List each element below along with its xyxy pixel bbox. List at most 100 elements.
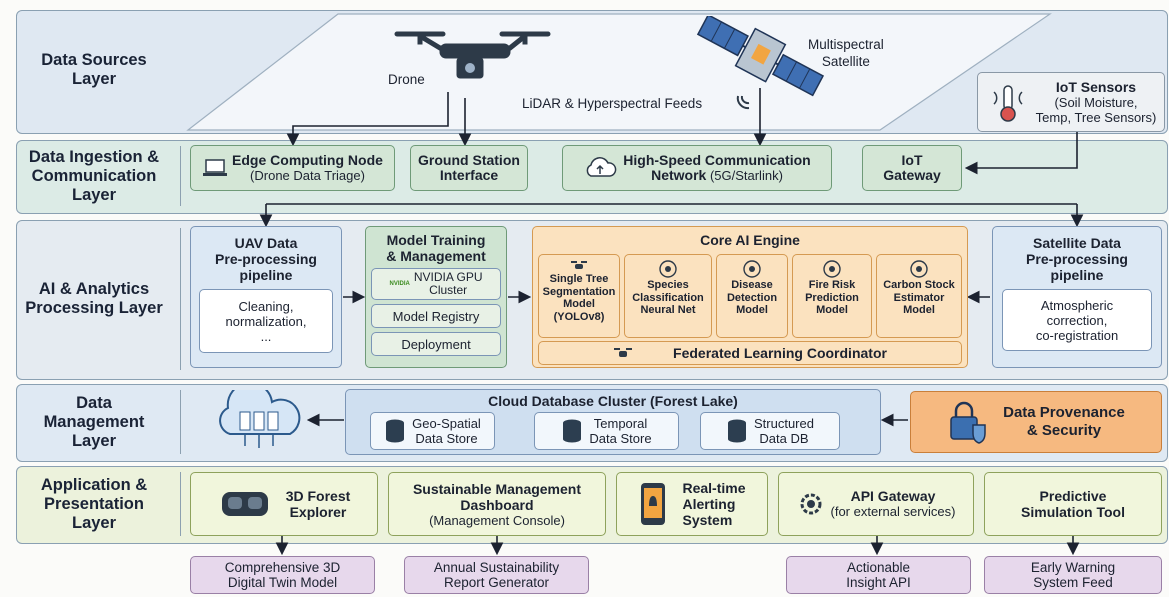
forest-explorer-label: 3D Forest Explorer [285,488,351,520]
model-card-carbon-stock: Carbon Stock Estimator Model [876,254,962,338]
nvidia-logo: NVIDIA [389,280,410,287]
layer-label-application: Application & Presentation Layer [40,475,148,532]
database-icon [563,419,582,443]
core-ai-engine-title: Core AI Engine [700,232,800,248]
layer-divider [180,146,181,206]
edge-node-title: Edge Computing Node [232,152,383,168]
predictive-simulation-tool[interactable]: Predictive Simulation Tool [984,472,1162,536]
cloud-upload-icon [586,157,617,177]
iot-gateway-label: IoT Gateway [883,152,941,183]
deployment-label: Deployment [401,336,471,352]
network-subtitle: (5G/Starlink) [709,168,783,183]
forest-explorer-3d[interactable]: 3D Forest Explorer [190,472,378,536]
layer-label-data-management: Data Management Layer [43,393,145,450]
neural-net-icon [659,260,677,278]
dashboard-title: Sustainable Management Dashboard [412,480,582,513]
model-label: Species Classification Neural Net [632,279,704,316]
output-early-warning[interactable]: Early Warning System Feed [984,556,1162,594]
neural-net-icon [823,260,841,278]
satellite-label: Multispectral Satellite [808,37,884,69]
padlock-shield-icon [950,401,986,444]
provenance-label: Data Provenance & Security [1003,404,1125,439]
drone-icon [394,31,551,79]
model-training-management: Model Training & Management NVIDIA NVIDI… [365,226,507,368]
realtime-alerting-system[interactable]: Real-time Alerting System [616,472,768,536]
cloud-cluster-title: Cloud Database Cluster (Forest Lake) [488,393,738,409]
gpu-cluster: NVIDIA NVIDIA GPU Cluster [371,268,501,300]
model-registry-label: Model Registry [392,308,480,324]
ground-station-label: Ground Station Interface [418,152,520,183]
iot-gateway: IoT Gateway [862,145,962,191]
layer-label-sources: Data Sources Layer [41,51,147,88]
vr-headset-icon [221,492,268,516]
signal-icon [736,95,750,110]
alerting-label: Real-time Alerting System [682,480,746,528]
model-label: Carbon Stock Estimator Model [883,279,955,316]
gpu-cluster-label: NVIDIA GPU Cluster [413,270,483,297]
ground-station-interface: Ground Station Interface [410,145,528,191]
phone-alert-icon [641,483,666,525]
drone-label: Drone [388,72,425,87]
layer-divider [180,390,181,454]
drone-small-icon [614,348,633,357]
sustainable-management-dashboard[interactable]: Sustainable Management Dashboard (Manage… [388,472,606,536]
layer-divider [180,228,181,370]
gear-network-icon [800,493,821,515]
database-icon [728,419,746,443]
deployment: Deployment [371,332,501,356]
data-provenance-security: Data Provenance & Security [910,391,1162,453]
uav-preprocessing-steps: Cleaning, normalization, ... [199,289,333,353]
laptop-icon [203,159,228,176]
api-gateway-subtitle: (for external services) [830,504,956,519]
store-structured: Structured Data DB [700,412,840,450]
store-label: Geo-Spatial Data Store [412,416,481,446]
output-insight-api[interactable]: Actionable Insight API [786,556,971,594]
output-sustainability-report[interactable]: Annual Sustainability Report Generator [404,556,589,594]
store-geo-spatial: Geo-Spatial Data Store [370,412,495,450]
uav-preprocessing: UAV Data Pre-processing pipeline Cleanin… [190,226,342,368]
edge-computing-node: Edge Computing Node (Drone Data Triage) [190,145,395,191]
high-speed-network: High-Speed Communication Network (5G/Sta… [562,145,832,191]
drone-small-icon [571,261,587,269]
model-label: Single Tree Segmentation Model (YOLOv8) [542,273,616,323]
output-digital-twin[interactable]: Comprehensive 3D Digital Twin Model [190,556,375,594]
model-card-species-classification: Species Classification Neural Net [624,254,712,338]
satellite-steps-text: Atmospheric correction, co-registration [1035,297,1119,343]
neural-net-icon [743,260,761,278]
model-training-title: Model Training & Management [386,232,486,264]
output-label: Annual Sustainability Report Generator [433,560,560,590]
output-label: Actionable Insight API [846,560,911,590]
network-title-line2: Network [651,167,707,183]
simulation-label: Predictive Simulation Tool [1021,488,1125,520]
iot-sensors-title: IoT Sensors [1055,78,1137,95]
dashboard-subtitle: (Management Console) [429,512,565,528]
satellite-preprocessing: Satellite Data Pre-processing pipeline A… [992,226,1162,368]
satellite-preprocessing-title: Satellite Data Pre-processing pipeline [1026,235,1128,283]
model-label: Disease Detection Model [726,279,778,316]
model-card-tree-segmentation: Single Tree Segmentation Model (YOLOv8) [538,254,620,338]
model-card-fire-risk: Fire Risk Prediction Model [792,254,872,338]
output-label: Early Warning System Feed [1030,560,1116,590]
uav-steps-text: Cleaning, normalization, ... [225,298,307,344]
api-gateway[interactable]: API Gateway (for external services) [778,472,974,536]
layer-divider [180,472,181,536]
thermometer-sensor-icon [993,85,1023,122]
feeds-label: LiDAR & Hyperspectral Feeds [522,96,703,111]
federated-learning-label: Federated Learning Coordinator [673,344,887,361]
layer-label-ingestion: Data Ingestion & Communication Layer [28,147,160,204]
neural-net-icon [910,260,928,278]
output-label: Comprehensive 3D Digital Twin Model [224,560,341,590]
satellite-icon [696,16,825,97]
layer-label-ai: AI & Analytics Processing Layer [25,280,163,317]
api-gateway-title: API Gateway [850,488,936,504]
satellite-preprocessing-steps: Atmospheric correction, co-registration [1002,289,1152,351]
iot-sensors-box: IoT Sensors (Soil Moisture, Temp, Tree S… [977,72,1165,132]
model-card-disease-detection: Disease Detection Model [716,254,788,338]
edge-node-subtitle: (Drone Data Triage) [250,168,365,183]
store-label: Temporal Data Store [589,416,652,446]
cloud-database-icon [219,390,301,448]
database-icon [386,419,405,443]
uav-preprocessing-title: UAV Data Pre-processing pipeline [215,235,317,283]
